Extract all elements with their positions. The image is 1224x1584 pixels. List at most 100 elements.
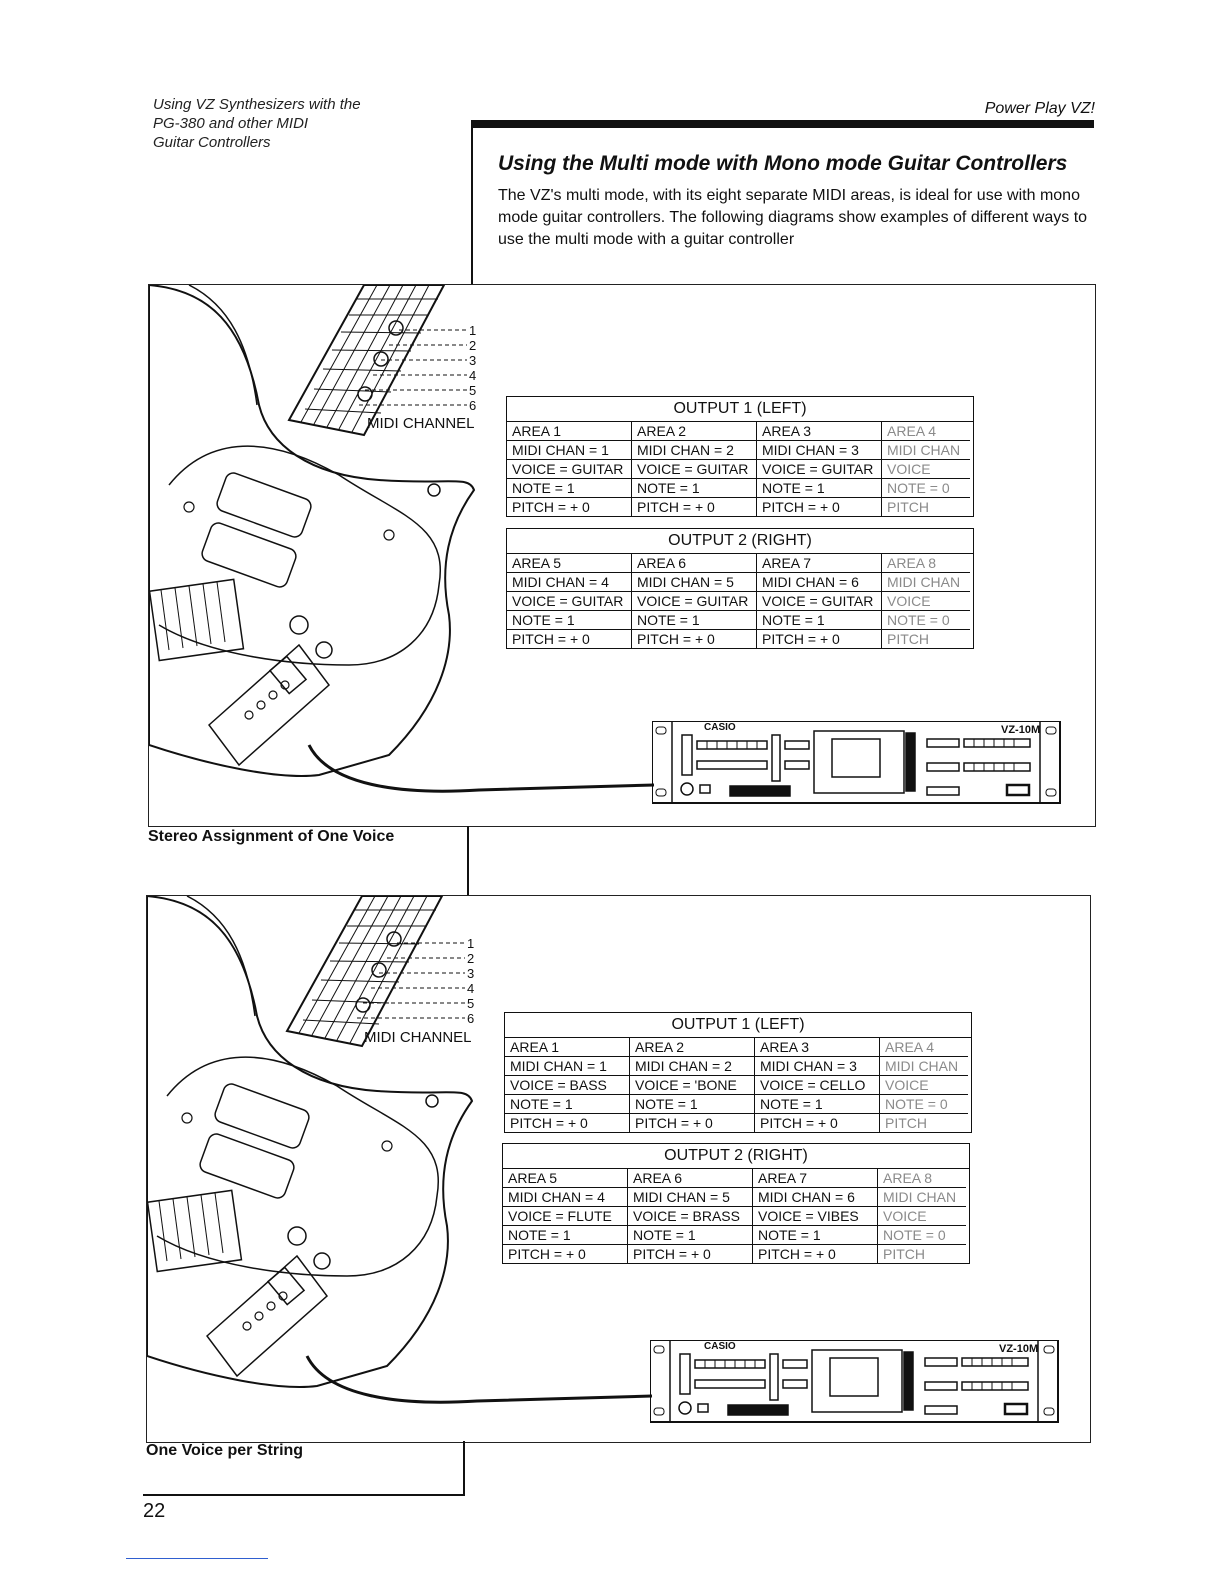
- page-number: 22: [143, 1500, 166, 1522]
- channel-number: 5: [469, 383, 477, 398]
- area-cell: MIDI CHAN: [880, 1057, 968, 1076]
- area-cell: MIDI CHAN = 2: [632, 441, 756, 460]
- area-cell: NOTE = 1: [628, 1226, 752, 1245]
- area-column-unused: AREA 4 MIDI CHAN VOICE NOTE = 0 PITCH: [880, 1038, 968, 1132]
- channel-number: 5: [467, 996, 475, 1011]
- area-cell: VOICE = GUITAR: [757, 592, 881, 611]
- area-cell: MIDI CHAN = 2: [630, 1057, 754, 1076]
- intro-paragraph: The VZ's multi mode, with its eight sepa…: [498, 187, 1088, 248]
- area-cell: PITCH = + 0: [637, 499, 715, 515]
- area-cell: VOICE = FLUTE: [503, 1207, 627, 1226]
- area-cell: NOTE = 1: [507, 479, 631, 498]
- output-2-table: OUTPUT 2 (RIGHT) AREA 5 MIDI CHAN = 4 VO…: [506, 528, 974, 649]
- area-cell: NOTE = 0: [882, 479, 970, 498]
- area-cell: PITCH: [885, 1115, 927, 1131]
- figure-stereo-assignment: 1 2 3 4 5 6 MIDI CHANNEL OUTPUT 1 (LEFT)…: [148, 284, 1096, 827]
- area-cell: MIDI CHAN = 3: [757, 441, 881, 460]
- area-cell: MIDI CHAN: [882, 573, 970, 592]
- column-divider: [467, 826, 469, 896]
- area-cell: NOTE = 0: [882, 611, 970, 630]
- area-cell: AREA 6: [628, 1169, 752, 1188]
- area-cell: PITCH = + 0: [633, 1246, 711, 1262]
- area-cell: AREA 4: [880, 1038, 968, 1057]
- area-cell: AREA 1: [505, 1038, 629, 1057]
- area-cell: AREA 3: [755, 1038, 879, 1057]
- footer-rule: [143, 1494, 465, 1496]
- device-brand: CASIO: [704, 1341, 736, 1352]
- device-model: VZ-10M: [1001, 724, 1041, 736]
- guitar-illustration: [147, 896, 654, 1404]
- area-cell: AREA 2: [632, 422, 756, 441]
- area-cell: NOTE = 1: [632, 611, 756, 630]
- area-cell: VOICE = 'BONE: [630, 1076, 754, 1095]
- area-cell: PITCH: [887, 499, 929, 515]
- area-cell: MIDI CHAN = 3: [755, 1057, 879, 1076]
- output-title: OUTPUT 1 (LEFT): [505, 1013, 971, 1038]
- area-column: AREA 1 MIDI CHAN = 1 VOICE = BASS NOTE =…: [505, 1038, 630, 1132]
- area-column: AREA 7 MIDI CHAN = 6 VOICE = GUITAR NOTE…: [757, 554, 882, 648]
- channel-number: 1: [467, 936, 475, 951]
- area-cell: NOTE = 1: [757, 611, 881, 630]
- area-cell: MIDI CHAN = 1: [505, 1057, 629, 1076]
- area-cell: PITCH = + 0: [510, 1115, 588, 1131]
- output-1-table: OUTPUT 1 (LEFT) AREA 1 MIDI CHAN = 1 VOI…: [506, 396, 974, 517]
- string-channel-numbers: 1 2 3 4 5 6: [467, 936, 474, 1026]
- guitar-illustration: [149, 285, 656, 793]
- output-2-table: OUTPUT 2 (RIGHT) AREA 5 MIDI CHAN = 4 VO…: [502, 1143, 970, 1264]
- area-cell: NOTE = 1: [632, 479, 756, 498]
- area-cell: AREA 5: [507, 554, 631, 573]
- area-cell: MIDI CHAN: [878, 1188, 966, 1207]
- channel-number: 4: [467, 981, 475, 996]
- channel-number: 3: [467, 966, 475, 981]
- area-cell: MIDI CHAN = 4: [507, 573, 631, 592]
- area-cell: AREA 1: [507, 422, 631, 441]
- area-cell: PITCH = + 0: [762, 631, 840, 647]
- figure-caption: Stereo Assignment of One Voice: [148, 828, 395, 845]
- area-cell: MIDI CHAN = 5: [628, 1188, 752, 1207]
- area-cell: VOICE: [880, 1076, 968, 1095]
- book-title: Power Play VZ!: [984, 100, 1095, 117]
- area-cell: VOICE = GUITAR: [507, 592, 631, 611]
- area-column: AREA 5 MIDI CHAN = 4 VOICE = GUITAR NOTE…: [507, 554, 632, 648]
- area-column: AREA 2 MIDI CHAN = 2 VOICE = GUITAR NOTE…: [632, 422, 757, 516]
- area-cell: VOICE = BASS: [505, 1076, 629, 1095]
- channel-number: 3: [469, 353, 477, 368]
- area-cell: PITCH = + 0: [760, 1115, 838, 1131]
- area-cell: VOICE = GUITAR: [632, 592, 756, 611]
- section-title-line: PG-380 and other MIDI: [153, 115, 309, 132]
- area-cell: MIDI CHAN = 5: [632, 573, 756, 592]
- area-cell: VOICE = GUITAR: [632, 460, 756, 479]
- figure-one-voice-per-string: 1 2 3 4 5 6 MIDI CHANNEL OUTPUT 1 (LEFT)…: [146, 895, 1091, 1443]
- area-column: AREA 3 MIDI CHAN = 3 VOICE = CELLO NOTE …: [755, 1038, 880, 1132]
- area-cell: PITCH = + 0: [637, 631, 715, 647]
- section-heading: Using the Multi mode with Mono mode Guit…: [498, 152, 1068, 175]
- area-cell: PITCH = + 0: [762, 499, 840, 515]
- area-cell: NOTE = 1: [755, 1095, 879, 1114]
- area-cell: MIDI CHAN = 6: [757, 573, 881, 592]
- area-cell: NOTE = 1: [505, 1095, 629, 1114]
- area-cell: PITCH: [883, 1246, 925, 1262]
- area-cell: VOICE = GUITAR: [757, 460, 881, 479]
- area-cell: PITCH = + 0: [508, 1246, 586, 1262]
- area-column-unused: AREA 8 MIDI CHAN VOICE NOTE = 0 PITCH: [878, 1169, 966, 1263]
- midi-channel-label: MIDI CHANNEL: [364, 1029, 472, 1046]
- area-cell: AREA 6: [632, 554, 756, 573]
- area-cell: VOICE: [882, 592, 970, 611]
- area-column: AREA 3 MIDI CHAN = 3 VOICE = GUITAR NOTE…: [757, 422, 882, 516]
- area-column: AREA 5 MIDI CHAN = 4 VOICE = FLUTE NOTE …: [503, 1169, 628, 1263]
- header-rule: [472, 120, 1094, 128]
- area-cell: MIDI CHAN = 4: [503, 1188, 627, 1207]
- running-section-title: Using VZ Synthesizers with the PG-380 an…: [153, 95, 453, 152]
- area-cell: NOTE = 0: [878, 1226, 966, 1245]
- area-cell: MIDI CHAN = 1: [507, 441, 631, 460]
- channel-number: 2: [469, 338, 477, 353]
- output-title: OUTPUT 2 (RIGHT): [503, 1144, 969, 1169]
- area-cell: NOTE = 1: [630, 1095, 754, 1114]
- area-cell: VOICE = VIBES: [753, 1207, 877, 1226]
- channel-number: 2: [467, 951, 475, 966]
- area-cell: AREA 5: [503, 1169, 627, 1188]
- area-cell: PITCH = + 0: [512, 631, 590, 647]
- figure-caption: One Voice per String: [146, 1442, 304, 1459]
- section-title-line: Using VZ Synthesizers with the: [153, 96, 361, 113]
- section-title-line: Guitar Controllers: [153, 134, 271, 151]
